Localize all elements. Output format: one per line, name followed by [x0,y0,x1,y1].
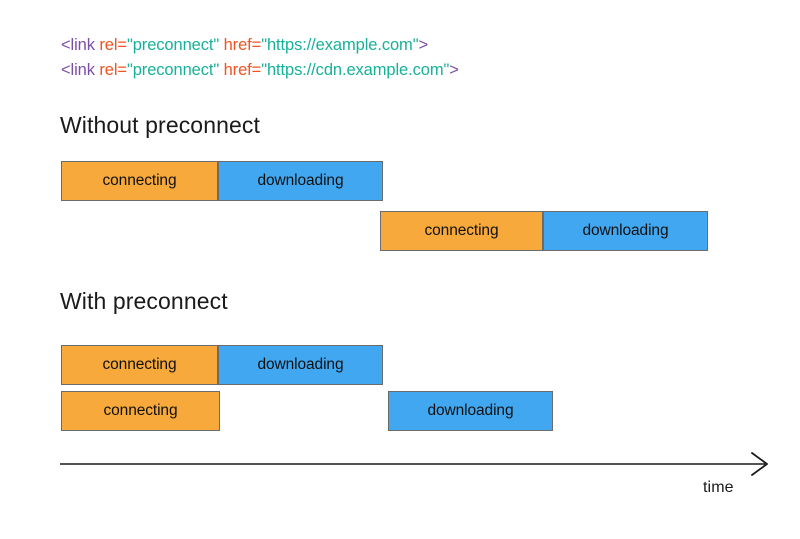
code-attr-rel-2: rel= [99,61,127,79]
section-heading-without-preconnect: Without preconnect [60,112,260,138]
code-value-href-2: "https://cdn.example.com" [261,61,450,79]
code-line-2: <link rel="preconnect" href="https://cdn… [61,58,459,83]
time-axis [60,448,772,482]
code-attr-rel: rel= [99,36,127,54]
code-tag-open: <link [61,36,100,54]
timeline-bar: connecting [61,345,218,385]
code-line-1: <link rel="preconnect" href="https://exa… [61,33,459,58]
code-value-rel-2: "preconnect" [126,61,220,79]
code-snippet: <link rel="preconnect" href="https://exa… [61,33,459,83]
time-axis-label: time [703,479,734,496]
timeline-bar: connecting [61,161,218,201]
timeline-bar: downloading [543,211,708,251]
timeline-bar: downloading [218,345,383,385]
code-value-rel: "preconnect" [126,36,220,54]
code-tag-close-2: > [449,61,459,79]
timeline-bar: connecting [380,211,543,251]
code-tag-close: > [418,36,428,54]
code-value-href: "https://example.com" [261,36,419,54]
timeline-bar: downloading [218,161,383,201]
timeline-bar: connecting [61,391,220,431]
code-attr-href-2: href= [223,61,262,79]
code-attr-href: href= [223,36,262,54]
code-tag-open-2: <link [61,61,100,79]
timeline-bar: downloading [388,391,553,431]
section-heading-with-preconnect: With preconnect [60,288,228,314]
time-axis-arrow-icon [60,452,768,476]
